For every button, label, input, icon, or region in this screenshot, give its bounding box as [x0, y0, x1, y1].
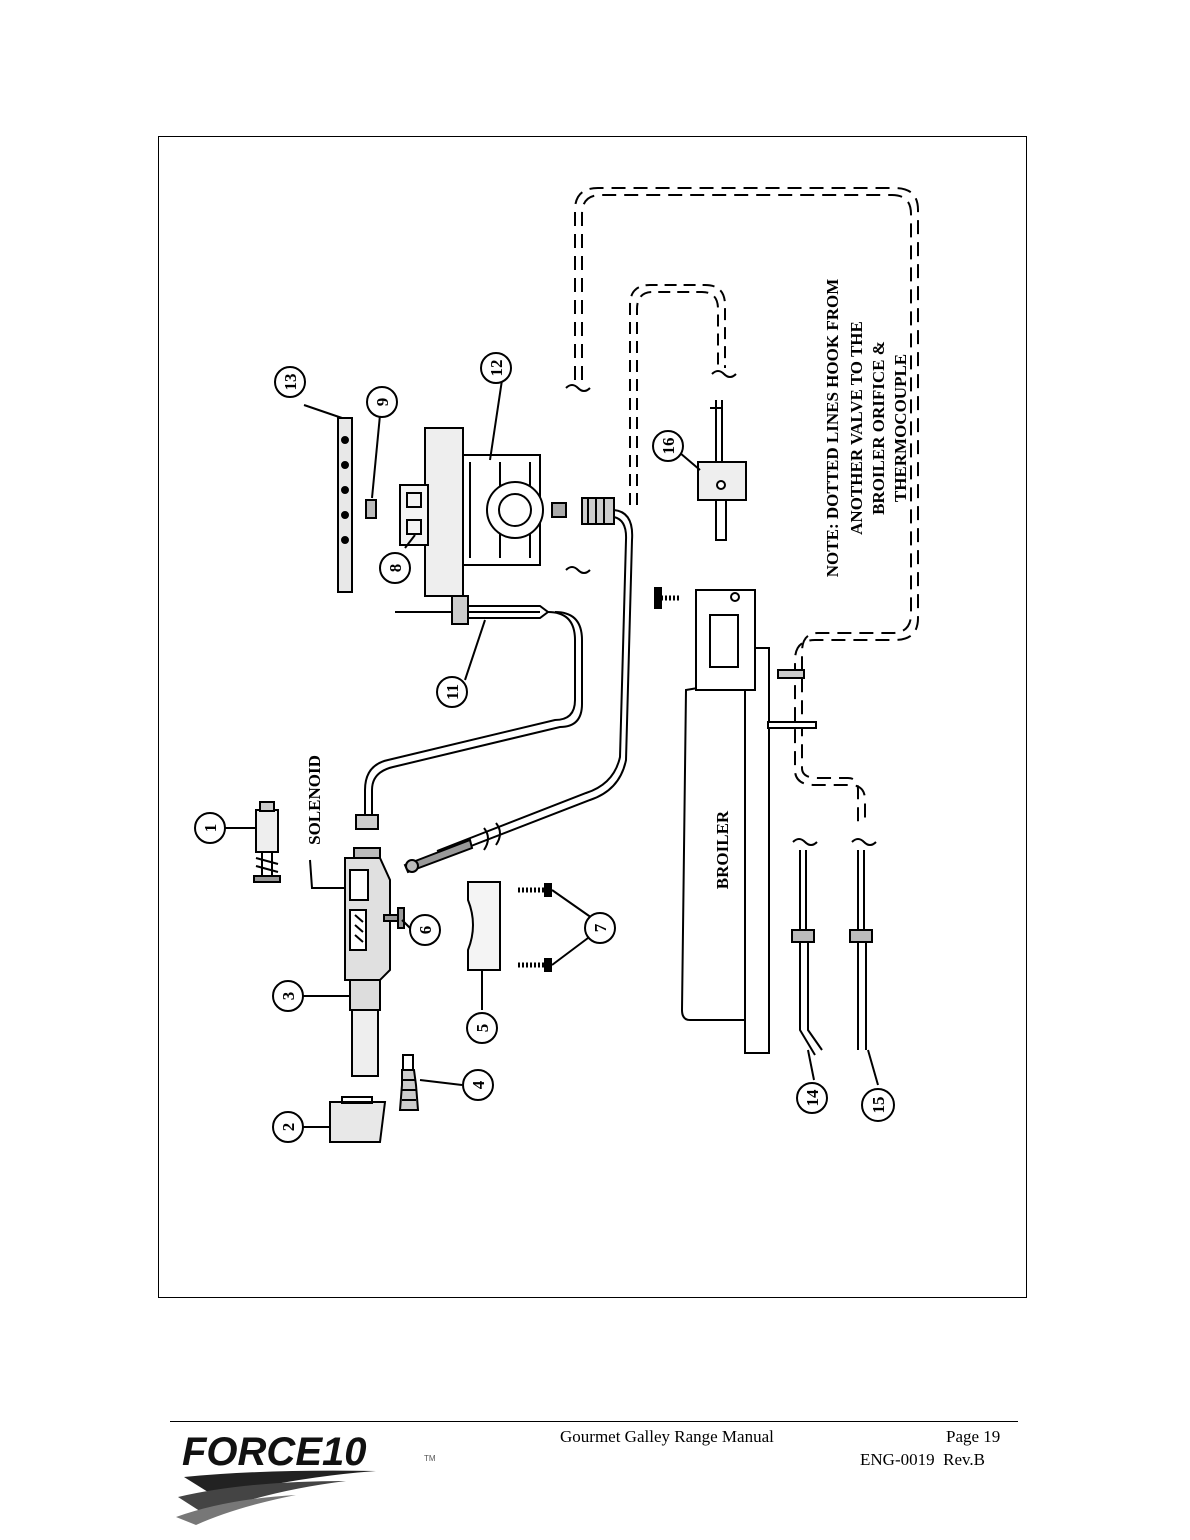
footer-rule [170, 1421, 1018, 1422]
callout-2 [272, 1111, 304, 1143]
logo-trademark: TM [424, 1454, 436, 1463]
note-line-4: THERMOCOUPLE [891, 354, 910, 502]
callout-3 [272, 980, 304, 1012]
part-15-thermocouple [857, 850, 865, 930]
solenoid-label: SOLENOID [305, 755, 324, 845]
callout-8 [379, 552, 411, 584]
callout-11 [436, 676, 468, 708]
callout-13-label: 13 [281, 374, 300, 391]
callout-8-label: 8 [386, 564, 405, 573]
callout-12 [480, 352, 512, 384]
callout-7 [584, 912, 616, 944]
callout-6 [409, 914, 441, 946]
note-line-3: BROILER ORIFICE & [869, 341, 888, 515]
dashed-gas-line-inner [629, 284, 726, 505]
callout-12-label: 12 [487, 360, 506, 377]
force10-logo: FORCE10 TM [176, 1430, 436, 1525]
note-line-1: NOTE: DOTTED LINES HOOK FROM [823, 279, 842, 577]
callout-1-label: 1 [201, 824, 220, 833]
dashed-gas-line-outer [574, 187, 919, 822]
callout-16 [652, 430, 684, 462]
part-14-thermocouple [799, 850, 807, 930]
callout-6-label: 6 [416, 926, 435, 935]
part-5-plate [467, 881, 501, 971]
part-2-block [329, 1101, 387, 1143]
callout-5-label: 5 [473, 1024, 492, 1033]
callout-15-label: 15 [869, 1097, 888, 1114]
callout-16-label: 16 [659, 438, 678, 455]
callout-9-label: 9 [373, 398, 392, 407]
footer-page-number: Page 19 [946, 1427, 1001, 1446]
callout-13 [274, 366, 306, 398]
callout-5 [466, 1012, 498, 1044]
callout-9 [366, 386, 398, 418]
callout-14-label: 14 [803, 1089, 822, 1107]
part-9-screw [365, 499, 377, 519]
broiler-label: BROILER [713, 810, 732, 889]
callout-2-label: 2 [279, 1123, 298, 1132]
callout-7-label: 7 [591, 923, 610, 932]
callout-1 [194, 812, 226, 844]
callout-15 [861, 1088, 895, 1122]
callout-4-label: 4 [469, 1080, 488, 1089]
footer-manual-title: Gourmet Galley Range Manual [560, 1427, 774, 1446]
callout-3-label: 3 [279, 992, 298, 1001]
callout-4 [462, 1069, 494, 1101]
callout-14 [796, 1082, 828, 1114]
note-line-2: ANOTHER VALVE TO THE [847, 321, 866, 535]
part-1-solenoid [255, 809, 279, 853]
footer-doc-number: ENG-0019 Rev.B [860, 1450, 985, 1469]
part-13-bracket [337, 417, 353, 593]
logo-wordmark: FORCE10 [182, 1430, 367, 1474]
part-12-burner-base [424, 427, 464, 597]
diagram-frame [158, 136, 1027, 1298]
dotted-lines-note: NOTE: DOTTED LINES HOOK FROM ANOTHER VAL… [823, 279, 910, 577]
callout-11-label: 11 [443, 684, 462, 700]
